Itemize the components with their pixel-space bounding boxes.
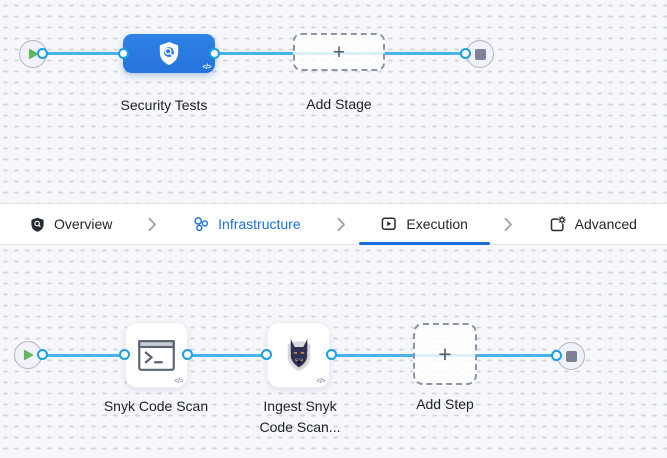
advanced-gear-icon — [550, 215, 566, 231]
chevron-right-icon — [337, 204, 346, 244]
connector-port[interactable] — [119, 349, 130, 360]
pipeline-end-node[interactable] — [466, 40, 494, 68]
tab-label: Overview — [54, 216, 113, 232]
tab-label: Infrastructure — [218, 216, 301, 232]
security-shield-scan-icon — [159, 42, 179, 65]
connector-port[interactable] — [118, 48, 129, 59]
stop-icon — [565, 350, 577, 362]
step-label: Ingest Snyk Code Scan... — [230, 396, 370, 438]
step-label-line2: Code Scan... — [259, 419, 341, 435]
add-step-label: Add Step — [416, 396, 474, 412]
chevron-right-icon — [148, 204, 157, 244]
connector-port[interactable] — [37, 48, 48, 59]
add-step-button[interactable]: + — [413, 323, 477, 385]
stage-label: Security Tests — [120, 97, 208, 113]
connector-port[interactable] — [326, 349, 337, 360]
yaml-code-badge: </> — [316, 378, 325, 385]
execution-play-icon — [382, 217, 397, 230]
connector-port[interactable] — [37, 349, 48, 360]
step-node-snyk-code-scan[interactable]: </> — [125, 322, 188, 388]
infrastructure-icon — [194, 217, 209, 232]
tab-execution[interactable]: Execution — [359, 204, 490, 245]
plus-icon: + — [438, 340, 452, 367]
tab-label: Execution — [406, 216, 468, 232]
terminal-icon — [138, 339, 175, 371]
add-stage-button[interactable]: + — [293, 33, 385, 71]
connector-port[interactable] — [182, 349, 193, 360]
tab-infrastructure[interactable]: Infrastructure — [171, 204, 322, 244]
connector-line — [40, 52, 466, 55]
stage-canvas[interactable]: </> + Security Tests Add Stage — [0, 0, 667, 203]
step-label-line1: Ingest Snyk — [263, 398, 337, 414]
tab-label: Advanced — [574, 216, 637, 232]
add-stage-label: Add Stage — [306, 96, 372, 112]
chevron-right-icon — [504, 204, 513, 244]
yaml-code-badge: </> — [202, 64, 211, 71]
connector-port[interactable] — [261, 349, 272, 360]
play-icon — [23, 349, 34, 361]
shield-icon — [31, 217, 44, 232]
step-node-ingest-snyk[interactable]: </> — [267, 322, 330, 388]
tab-advanced[interactable]: Advanced — [527, 204, 659, 244]
connector-port[interactable] — [209, 48, 220, 59]
yaml-code-badge: </> — [174, 378, 183, 385]
stage-node-security-tests[interactable]: </> — [123, 34, 215, 73]
connector-port[interactable] — [551, 350, 562, 361]
stop-icon — [474, 48, 486, 60]
active-tab-underline — [359, 242, 490, 245]
step-label: Snyk Code Scan — [103, 398, 209, 414]
snyk-dog-icon — [287, 338, 310, 371]
connector-port[interactable] — [460, 48, 471, 59]
stage-config-tabbar: Overview Infrastructure Execution — [0, 203, 667, 245]
play-icon — [28, 48, 39, 60]
execution-canvas[interactable]: </> </> + Snyk Code Scan Ingest Snyk Cod… — [0, 245, 667, 458]
plus-icon: + — [332, 40, 346, 64]
tab-overview[interactable]: Overview — [8, 204, 134, 244]
